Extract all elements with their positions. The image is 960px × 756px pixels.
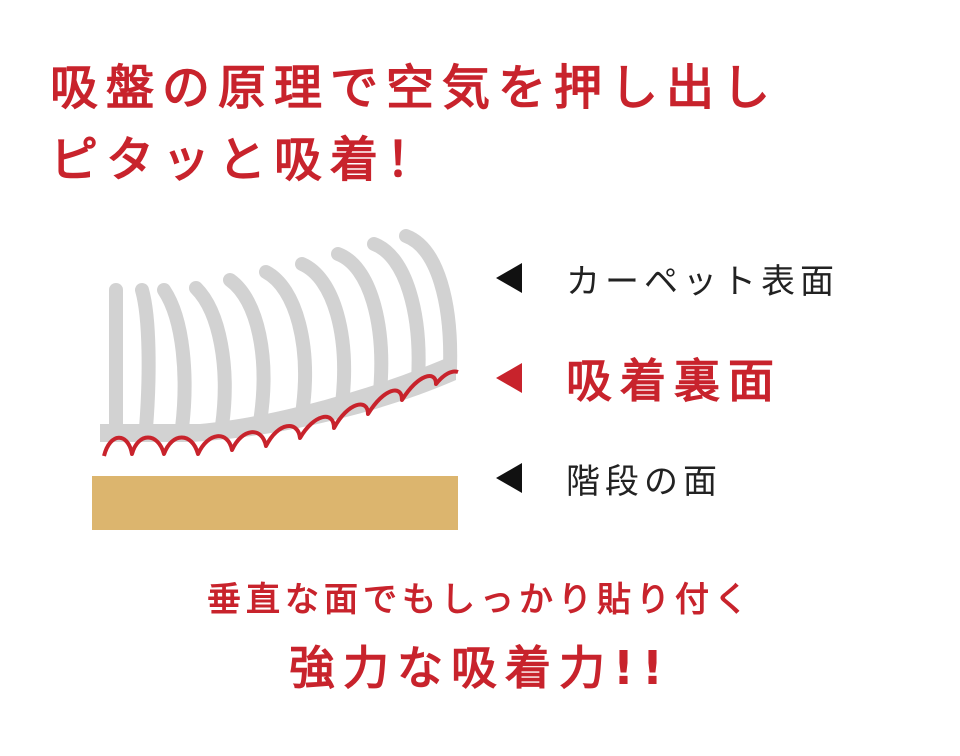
pointer-left-icon bbox=[496, 263, 522, 293]
label-suction-back-text: 吸着裏面 bbox=[566, 354, 782, 408]
label-stair-surface-text: 階段の面 bbox=[566, 461, 722, 502]
bottom-subheadline: 垂直な面でもしっかり貼り付く bbox=[207, 580, 753, 620]
headline-line-1: 吸盤の原理で空気を押し出し bbox=[50, 60, 779, 116]
label-suction-back: 吸着裏面 bbox=[496, 348, 782, 408]
carpet-cross-section-diagram bbox=[92, 229, 459, 530]
stair-surface bbox=[92, 476, 458, 530]
label-stair-surface: 階段の面 bbox=[496, 448, 722, 508]
bottom-main-headline: 強力な吸着力!! bbox=[289, 641, 671, 695]
headline: 吸盤の原理で空気を押し出し ピタッと吸着！ bbox=[50, 52, 778, 196]
pointer-left-icon bbox=[496, 463, 522, 493]
suction-backing-edge bbox=[102, 369, 459, 457]
pointer-left-icon bbox=[496, 363, 522, 393]
carpet-suction-illustration bbox=[92, 228, 464, 532]
headline-line-2: ピタッと吸着！ bbox=[50, 132, 443, 188]
carpet-backing bbox=[100, 354, 456, 442]
label-carpet-surface-text: カーペット表面 bbox=[566, 261, 839, 302]
label-carpet-surface: カーペット表面 bbox=[496, 248, 839, 308]
carpet-pile-fibers bbox=[109, 229, 458, 435]
